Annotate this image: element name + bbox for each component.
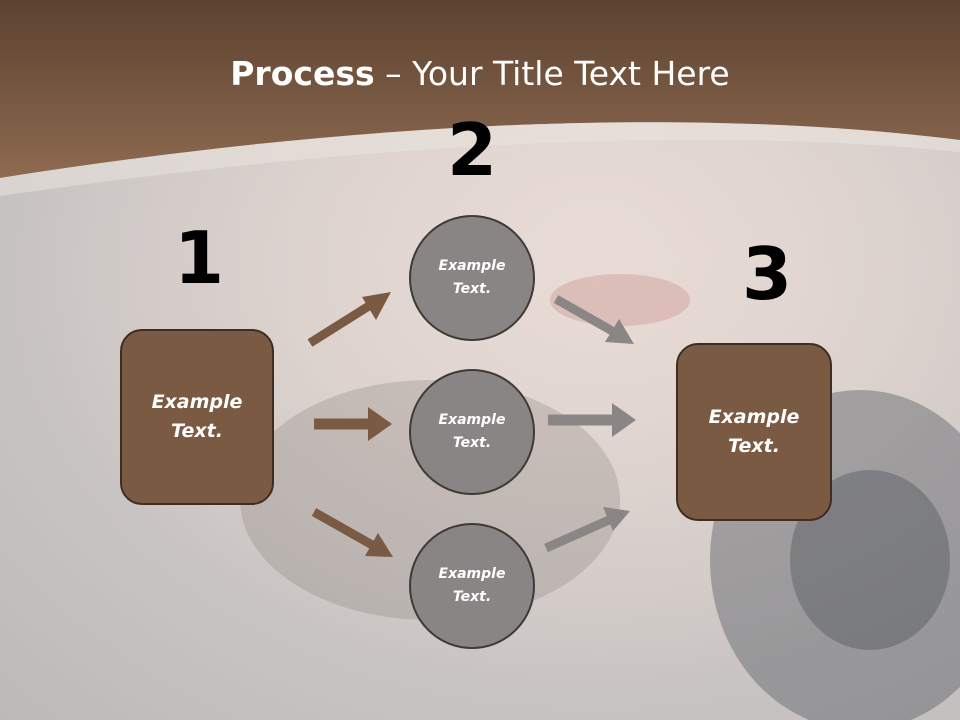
arrow-to-bottom — [311, 508, 393, 557]
left-box[interactable]: Example Text. — [120, 329, 274, 505]
title-rest: – Your Title Text Here — [374, 54, 730, 93]
circle-top[interactable]: Example Text. — [409, 215, 535, 341]
left-box-label: Example Text. — [151, 391, 243, 442]
step-number-3: 3 — [741, 232, 793, 316]
circle-bottom[interactable]: Example Text. — [409, 523, 535, 649]
step-number-2: 2 — [446, 108, 498, 192]
arrow-from-bottom — [544, 507, 630, 553]
circle-top-label: Example Text. — [438, 258, 506, 297]
arrow-to-middle — [314, 407, 392, 441]
circle-middle-label: Example Text. — [438, 412, 506, 451]
rose-inner — [790, 470, 950, 650]
circle-middle[interactable]: Example Text. — [409, 369, 535, 495]
right-box-label: Example Text. — [708, 406, 800, 457]
arrow-from-top — [553, 295, 634, 344]
header-swoosh — [0, 122, 960, 196]
right-box[interactable]: Example Text. — [676, 343, 832, 521]
arrow-to-top — [307, 292, 391, 347]
circle-bottom-label: Example Text. — [438, 566, 506, 605]
arrow-from-middle — [548, 403, 636, 437]
title-bold: Process — [230, 54, 375, 93]
header-band — [0, 0, 960, 178]
slide-title: Process – Your Title Text Here — [0, 52, 960, 96]
step-number-1: 1 — [173, 216, 225, 300]
